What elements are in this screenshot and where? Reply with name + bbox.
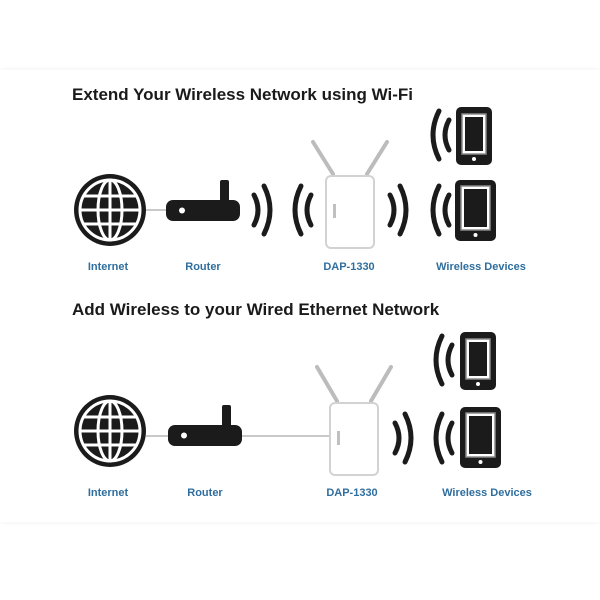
wifi-waves-icon (430, 108, 452, 162)
section-title: Extend Your Wireless Network using Wi-Fi (72, 85, 414, 104)
extender-icon (315, 365, 393, 476)
smartphone-icon (460, 332, 496, 390)
section-wifi-extend: Extend Your Wireless Network using Wi-Fi… (0, 80, 600, 295)
globe-icon (74, 174, 146, 246)
section-wired-ethernet: Add Wireless to your Wired Ethernet Netw… (0, 295, 600, 510)
label-internet: Internet (87, 261, 129, 273)
wifi-waves-icon (430, 183, 452, 237)
label-devices: Wireless Devices (436, 261, 526, 273)
router-icon (168, 405, 242, 446)
label-devices: Wireless Devices (442, 487, 532, 499)
wifi-waves-icon (392, 411, 414, 465)
label-router: Router (187, 487, 223, 499)
router-icon (166, 180, 240, 221)
globe-icon (74, 395, 146, 467)
label-extender: DAP-1330 (326, 487, 378, 499)
wifi-waves-icon (387, 183, 409, 237)
label-internet: Internet (87, 487, 129, 499)
extender-icon (311, 140, 389, 249)
label-router: Router (185, 261, 221, 273)
tablet-icon (455, 180, 496, 241)
wifi-waves-icon (433, 333, 455, 387)
diagram-wifi-extend (74, 107, 496, 249)
label-extender: DAP-1330 (323, 261, 375, 273)
section-title: Add Wireless to your Wired Ethernet Netw… (72, 300, 440, 319)
wifi-waves-icon (251, 183, 273, 237)
tablet-icon (460, 407, 501, 468)
diagram-wired-ethernet (74, 332, 501, 476)
wifi-waves-icon (292, 183, 314, 237)
smartphone-icon (456, 107, 492, 165)
wifi-waves-icon (433, 411, 455, 465)
